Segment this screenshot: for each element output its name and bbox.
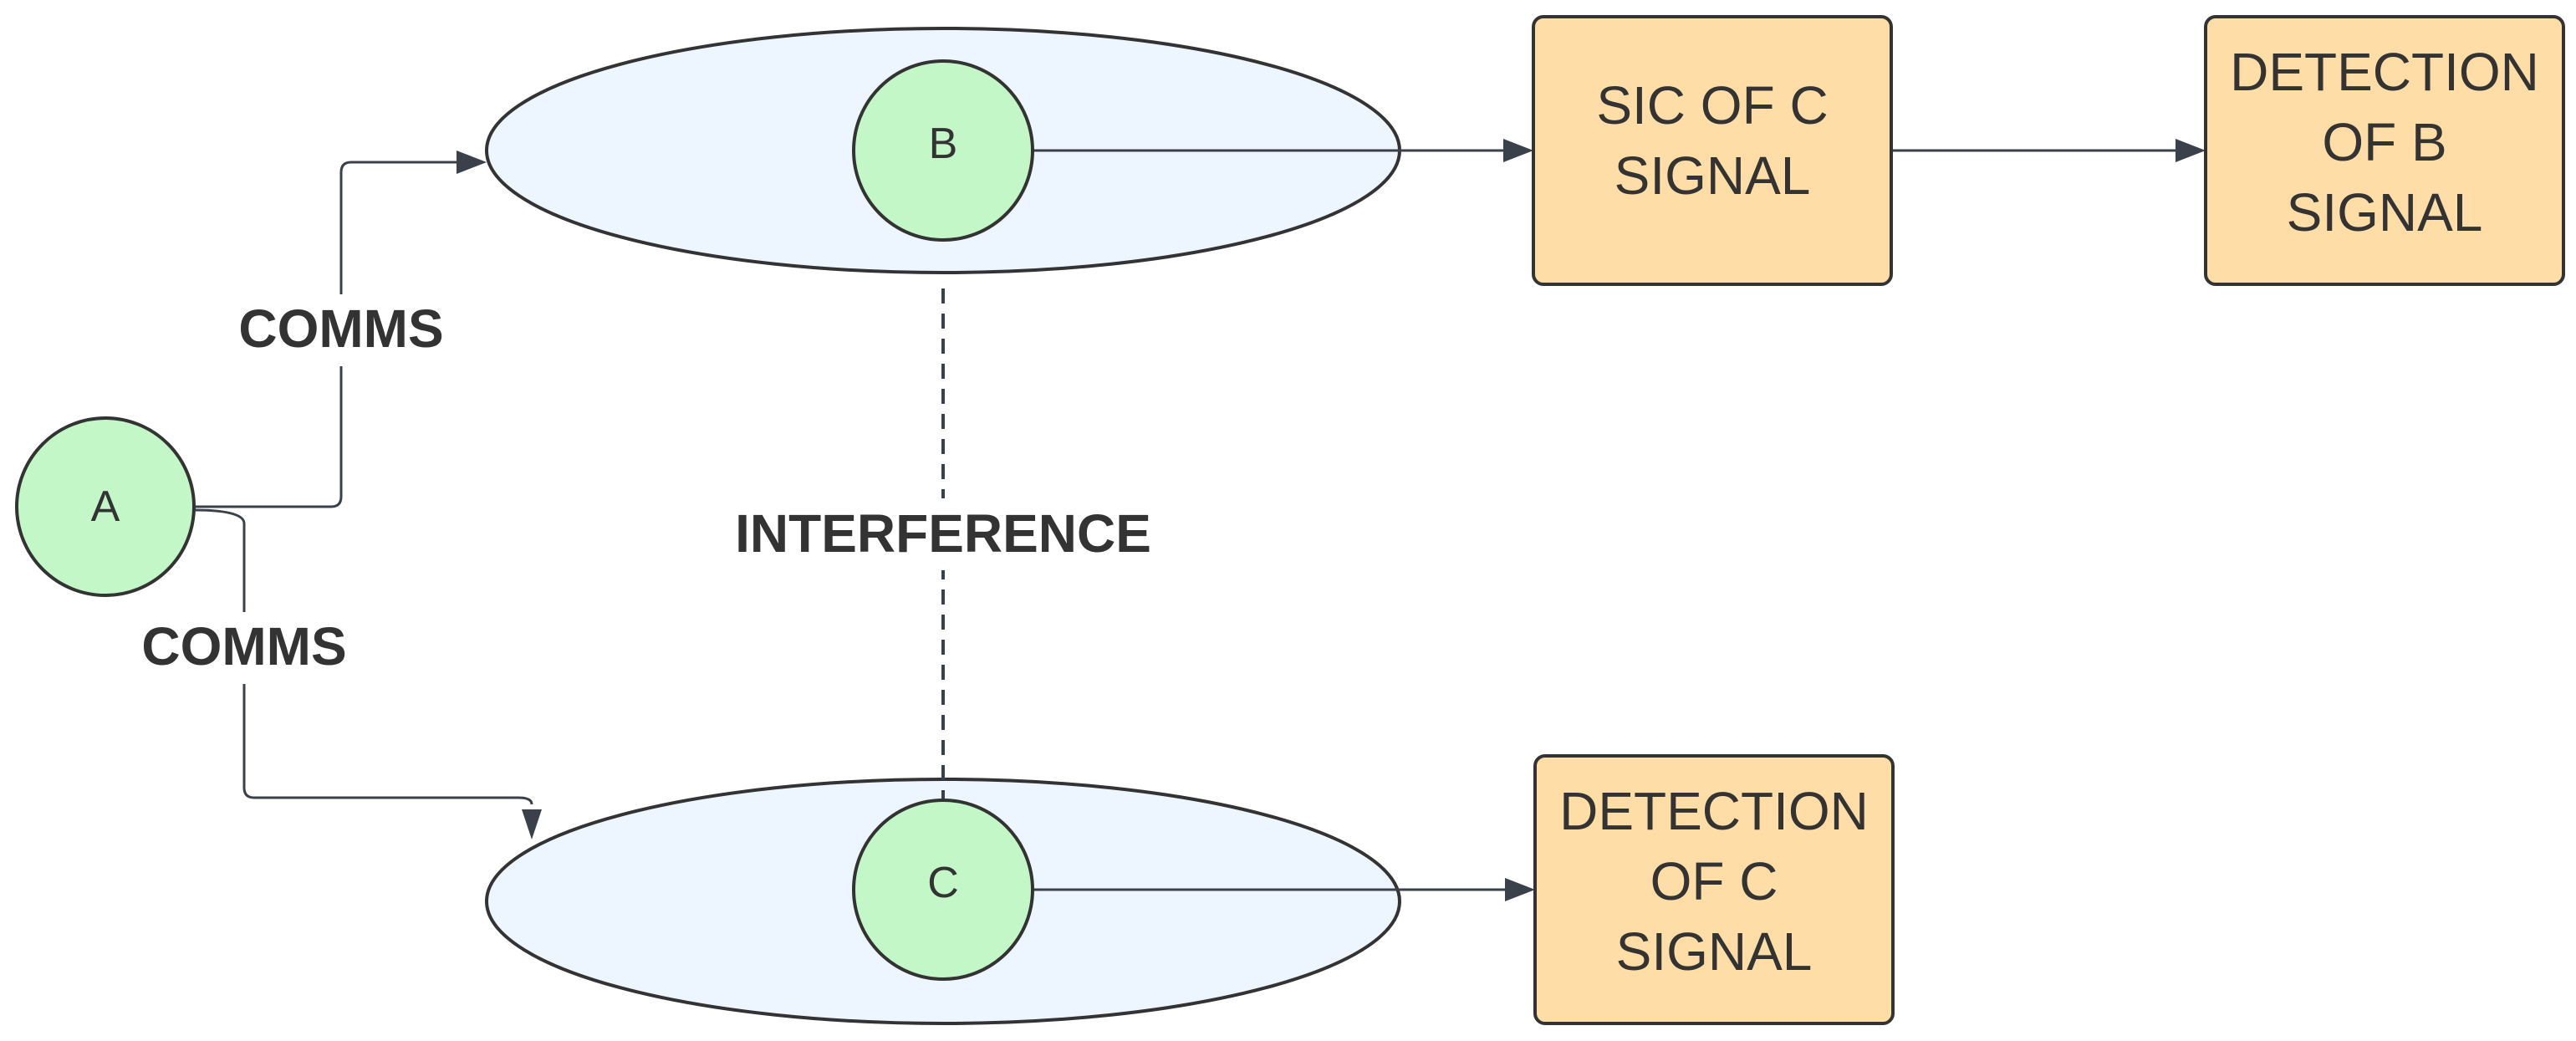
arrowhead-a-to-c — [522, 809, 542, 839]
sic-of-c-rect — [1532, 15, 1893, 286]
node-b-label: B — [929, 120, 958, 168]
sic-of-c-line-1: SIC OF C — [1596, 75, 1828, 135]
node-c-label: C — [927, 859, 959, 907]
detection-of-c-line-2: OF C — [1650, 851, 1778, 911]
detection-of-c-rect — [1533, 754, 1895, 1025]
sic-of-c-box[interactable]: SIC OF C SIGNAL — [1532, 15, 1893, 286]
detection-of-c-box[interactable]: DETECTION OF C SIGNAL — [1533, 754, 1895, 1025]
node-a[interactable]: A — [15, 416, 196, 597]
node-b-circle — [852, 59, 1034, 242]
detection-of-c-line-1: DETECTION — [1559, 781, 1869, 841]
sic-of-c-line-2: SIGNAL — [1614, 145, 1811, 206]
node-c-circle — [852, 799, 1034, 981]
detection-of-c-line-3: SIGNAL — [1616, 921, 1813, 982]
detection-of-b-rect — [2204, 15, 2565, 286]
node-a-label: A — [91, 482, 120, 531]
comms-label-bottom-bg — [124, 612, 365, 684]
detection-of-b-line-1: DETECTION — [2230, 42, 2539, 102]
comms-label-top-text: COMMS — [238, 299, 443, 359]
arrowhead-a-to-b — [457, 151, 487, 174]
interference-label-bg — [706, 498, 1181, 570]
interference-label: INTERFERENCE — [706, 498, 1181, 570]
comms-label-bottom: COMMS — [124, 612, 365, 684]
node-a-circle — [15, 416, 196, 597]
arrowhead-sic-to-detect-b — [2176, 139, 2206, 162]
detection-of-b-line-2: OF B — [2322, 112, 2446, 172]
comms-label-bottom-text: COMMS — [141, 616, 346, 676]
comms-label-top-bg — [221, 294, 462, 366]
detection-of-b-line-3: SIGNAL — [2287, 182, 2483, 242]
detection-of-b-box[interactable]: DETECTION OF B SIGNAL — [2204, 15, 2565, 286]
arrowhead-b-to-sic — [1503, 139, 1533, 162]
node-b[interactable]: B — [852, 59, 1034, 242]
interference-label-text: INTERFERENCE — [735, 503, 1151, 564]
comms-edge-a-to-c — [193, 508, 533, 805]
comms-label-top: COMMS — [221, 294, 462, 366]
node-c[interactable]: C — [852, 799, 1034, 981]
arrowhead-c-to-detect-c — [1505, 878, 1535, 901]
